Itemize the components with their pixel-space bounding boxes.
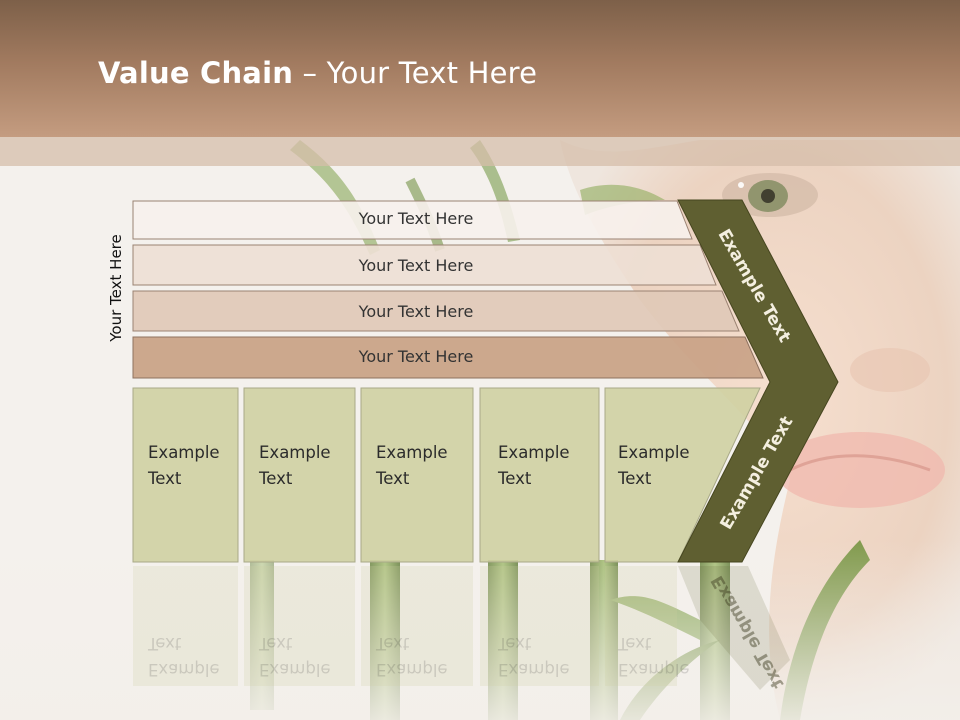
title-bar xyxy=(0,0,960,137)
row-label-3: Your Text Here xyxy=(358,302,474,321)
column-reflection-5: Example Text xyxy=(618,630,690,682)
column-reflection-5-line2: Text xyxy=(618,634,652,653)
column-label-5-line2: Text xyxy=(618,469,652,488)
column-label-4-line2: Text xyxy=(498,469,532,488)
column-label-2: Example Text xyxy=(259,440,331,492)
column-label-3-line1: Example xyxy=(376,443,448,462)
slide-title-bold: Value Chain xyxy=(98,56,294,90)
column-boxes xyxy=(132,387,761,563)
column-reflection-1-line1: Example xyxy=(148,660,220,679)
row-bars xyxy=(132,200,764,379)
column-label-1: Example Text xyxy=(148,440,220,492)
column-reflection-5-line1: Example xyxy=(618,660,690,679)
column-reflection-4-line2: Text xyxy=(498,634,532,653)
row-bar-1[interactable] xyxy=(132,200,693,240)
column-box-1[interactable] xyxy=(132,387,239,563)
row-label-4: Your Text Here xyxy=(358,347,474,366)
column-reflection-1: Example Text xyxy=(148,630,220,682)
column-box-2[interactable] xyxy=(243,387,356,563)
header-band xyxy=(0,137,960,166)
row-label-2: Your Text Here xyxy=(358,256,474,275)
column-reflection-1-line2: Text xyxy=(148,634,182,653)
row-label-1: Your Text Here xyxy=(358,209,474,228)
row-bar-3[interactable] xyxy=(132,290,740,332)
column-label-3: Example Text xyxy=(376,440,448,492)
reflections xyxy=(133,566,790,690)
column-reflection-4-line1: Example xyxy=(498,660,570,679)
chevron-arrow[interactable] xyxy=(677,199,839,563)
column-label-2-line2: Text xyxy=(259,469,293,488)
row-bar-4[interactable] xyxy=(132,336,764,379)
column-label-1-line2: Text xyxy=(148,469,182,488)
slide-title: Value Chain – Your Text Here xyxy=(98,56,537,90)
column-label-5: Example Text xyxy=(618,440,690,492)
column-reflection-2-line1: Example xyxy=(259,660,331,679)
column-reflection-3-line2: Text xyxy=(376,634,410,653)
row-bar-2[interactable] xyxy=(132,244,717,286)
column-box-4[interactable] xyxy=(479,387,600,563)
slide-title-rest: – Your Text Here xyxy=(293,56,538,90)
column-label-1-line1: Example xyxy=(148,443,220,462)
column-reflection-4: Example Text xyxy=(498,630,570,682)
column-label-4-line1: Example xyxy=(498,443,570,462)
column-reflection-3: Example Text xyxy=(376,630,448,682)
column-label-5-line1: Example xyxy=(618,443,690,462)
column-reflection-3-line1: Example xyxy=(376,660,448,679)
column-reflection-2-line2: Text xyxy=(259,634,293,653)
column-label-4: Example Text xyxy=(498,440,570,492)
column-box-3[interactable] xyxy=(360,387,474,563)
column-label-2-line1: Example xyxy=(259,443,331,462)
column-label-3-line2: Text xyxy=(376,469,410,488)
column-reflection-2: Example Text xyxy=(259,630,331,682)
